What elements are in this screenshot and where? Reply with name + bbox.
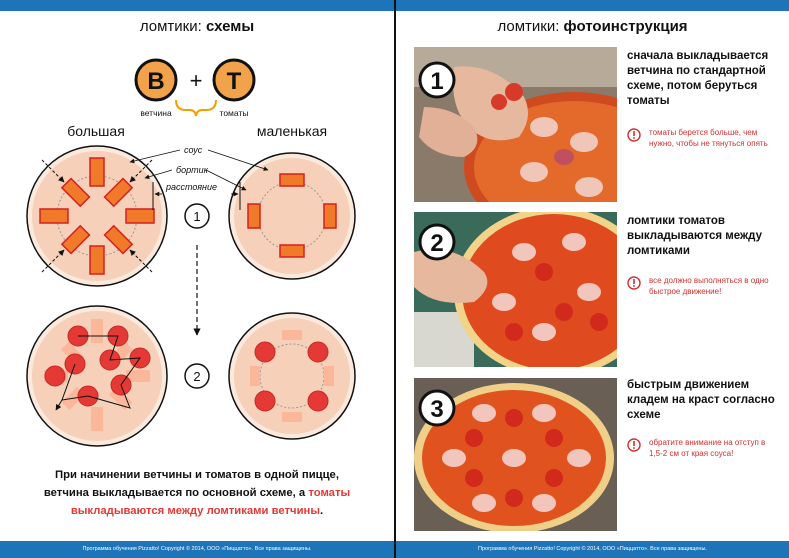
footer-left: Программа обучения Pizzatto! Copyright ©…	[0, 541, 394, 558]
left-title-bold: схемы	[205, 18, 255, 35]
step-2-note: все должно выполняться в одно быстрое дв…	[627, 276, 777, 310]
step-1-note-text: томаты берется больше, чем нужно, чтобы …	[649, 128, 768, 148]
right-page-title: ломтики: фотоинструкция	[396, 18, 789, 35]
top-bar-right	[396, 0, 789, 11]
small-pizza-scheme-1	[228, 152, 356, 280]
warning-circle-icon	[627, 438, 641, 452]
step-2-title: ломтики томатов выкладываются между ломт…	[627, 215, 762, 257]
step-2-photo-number: 2	[430, 230, 443, 257]
tomato-badge: Т	[212, 58, 256, 102]
warning-circle-icon	[627, 276, 641, 290]
big-pizza-label: большая	[67, 123, 125, 139]
ham-legend-label: ветчина	[140, 108, 172, 118]
ham-letter: В	[147, 68, 164, 95]
warning-circle-icon	[627, 128, 641, 142]
legend-brace	[175, 99, 217, 117]
ham-badge: В	[134, 58, 178, 102]
border-callout: бортик	[176, 165, 209, 175]
schemes-diagram: В + Т ветчина томаты большая маленькая	[26, 58, 356, 447]
step-3-photo: 3	[414, 378, 617, 531]
step-2-note-text: все должно выполняться в одно быстрое дв…	[649, 276, 769, 296]
right-title-prefix: ломтики:	[497, 18, 560, 35]
plus-sign: +	[190, 68, 203, 93]
bottom-text-end: .	[320, 505, 324, 517]
step-3-note-text: обратите внимание на отступ в 1,5-2 см о…	[649, 438, 766, 458]
small-pizza-label: маленькая	[257, 123, 327, 139]
tomato-legend-label: томаты	[220, 108, 249, 118]
step-1-number: 1	[193, 209, 200, 224]
left-bottom-paragraph: При начинении ветчины и томатов в одной …	[38, 466, 356, 520]
big-pizza-scheme-1	[26, 145, 168, 287]
step-2-marker: 2	[184, 363, 210, 389]
bottom-text-main: При начинении ветчины и томатов в одной …	[43, 469, 339, 499]
small-pizza-scheme-2	[228, 312, 356, 440]
step-2-photo: 2	[414, 212, 617, 367]
right-title-bold: фотоинструкция	[563, 18, 688, 35]
step-1-title: сначала выкладывается ветчина по стандар…	[627, 50, 769, 107]
step-1-marker: 1	[184, 203, 210, 229]
top-bar-left	[0, 0, 394, 11]
sauce-callout: соус	[184, 145, 203, 155]
footer-right: Программа обучения Pizzatto! Copyright ©…	[396, 541, 789, 558]
bottom-text-highlight: томаты выкладываются между ломтиками вет…	[70, 487, 351, 517]
page-divider	[394, 0, 396, 558]
left-page-title: ломтики: схемы	[0, 18, 394, 35]
tomato-letter: Т	[227, 68, 242, 95]
step-3-title: быстрым движением кладем на краст соглас…	[627, 379, 775, 421]
distance-callout: расстояние	[165, 182, 217, 192]
step-3-note: обратите внимание на отступ в 1,5-2 см о…	[627, 438, 777, 472]
step-1-photo-number: 1	[430, 68, 443, 95]
left-title-prefix: ломтики:	[139, 18, 202, 35]
step-2-number: 2	[193, 369, 200, 384]
big-pizza-scheme-2	[26, 305, 168, 447]
step-1-note: томаты берется больше, чем нужно, чтобы …	[627, 128, 777, 162]
step-1-photo: 1	[414, 47, 617, 202]
step-3-photo-number: 3	[430, 396, 443, 423]
